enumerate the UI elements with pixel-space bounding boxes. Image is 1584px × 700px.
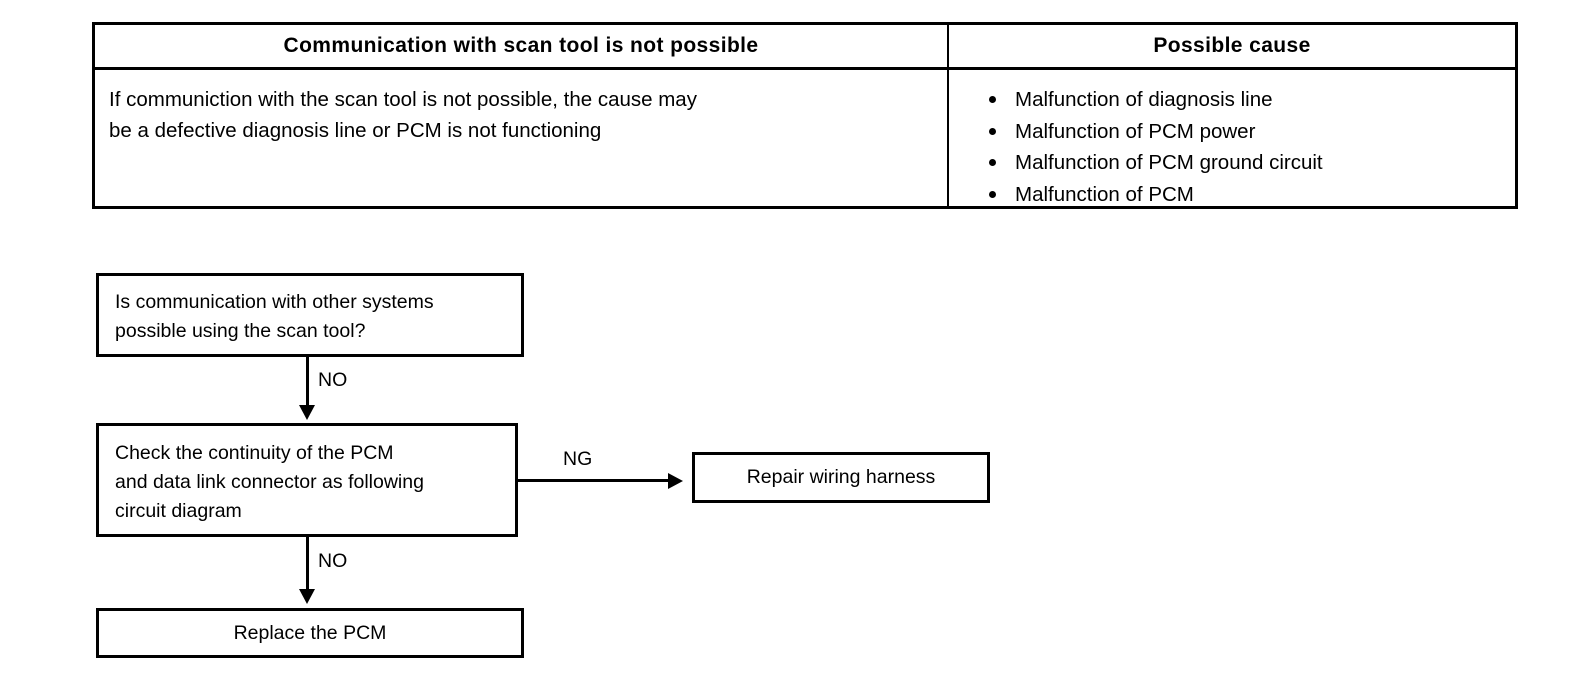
list-item: Malfunction of PCM ground circuit <box>989 147 1515 179</box>
flow-connector-no-2 <box>306 537 309 591</box>
arrow-down-icon <box>299 405 315 420</box>
cause-text: Malfunction of PCM power <box>1015 119 1256 143</box>
flow-box-check-other-systems: Is communication with other systems poss… <box>96 273 524 357</box>
flow-box-line-3: circuit diagram <box>115 500 242 522</box>
flow-connector-no-1 <box>306 357 309 409</box>
table-cell-description: If communiction with the scan tool is no… <box>95 70 947 209</box>
bullet-icon <box>989 159 996 166</box>
edge-label-no-1: NO <box>318 369 348 391</box>
flow-box-line-1: Check the continuity of the PCM <box>115 442 394 464</box>
arrow-right-icon <box>668 473 683 489</box>
cause-text: Malfunction of PCM ground circuit <box>1015 151 1323 174</box>
table-cell-possible-causes: Malfunction of diagnosis line Malfunctio… <box>947 70 1515 209</box>
flow-box-line-2: possible using the scan tool? <box>115 320 366 342</box>
description-line-2: be a defective diagnosis line or PCM is … <box>109 119 602 142</box>
cause-text: Malfunction of PCM <box>1015 182 1194 206</box>
list-item: Malfunction of PCM <box>989 179 1515 211</box>
flow-box-repair-harness: Repair wiring harness <box>692 452 990 503</box>
table-header-row: Communication with scan tool is not poss… <box>95 25 1515 70</box>
bullet-icon <box>989 96 996 103</box>
flow-box-label: Repair wiring harness <box>746 466 936 488</box>
cause-header-text: Possible cause <box>1153 34 1311 57</box>
bullet-icon <box>989 127 996 135</box>
possible-cause-list: Malfunction of diagnosis line Malfunctio… <box>949 70 1515 210</box>
list-item: Malfunction of diagnosis line <box>989 84 1515 116</box>
flow-box-line-2: and data link connector as following <box>115 471 424 493</box>
table-header-cell-cause: Possible cause <box>947 25 1515 67</box>
flow-box-line-1: Is communication with other systems <box>115 291 434 313</box>
table-header-cell-symptom: Communication with scan tool is not poss… <box>95 25 947 67</box>
bullet-icon <box>989 190 996 198</box>
flow-box-label: Replace the PCM <box>233 621 387 644</box>
edge-label-ng: NG <box>563 448 593 470</box>
flow-box-check-continuity: Check the continuity of the PCM and data… <box>96 423 518 537</box>
arrow-down-icon <box>299 589 315 604</box>
description-line-1: If communiction with the scan tool is no… <box>109 88 697 111</box>
cause-text: Malfunction of diagnosis line <box>1015 88 1273 111</box>
symptom-table: Communication with scan tool is not poss… <box>92 22 1518 209</box>
description-block: If communiction with the scan tool is no… <box>95 70 947 146</box>
edge-label-no-2: NO <box>318 550 348 572</box>
flow-box-replace-pcm: Replace the PCM <box>96 608 524 658</box>
flow-connector-ng <box>518 479 674 482</box>
table-body-row: If communiction with the scan tool is no… <box>95 70 1515 209</box>
list-item: Malfunction of PCM power <box>989 116 1515 148</box>
symptom-header-text: Communication with scan tool is not poss… <box>283 34 759 57</box>
